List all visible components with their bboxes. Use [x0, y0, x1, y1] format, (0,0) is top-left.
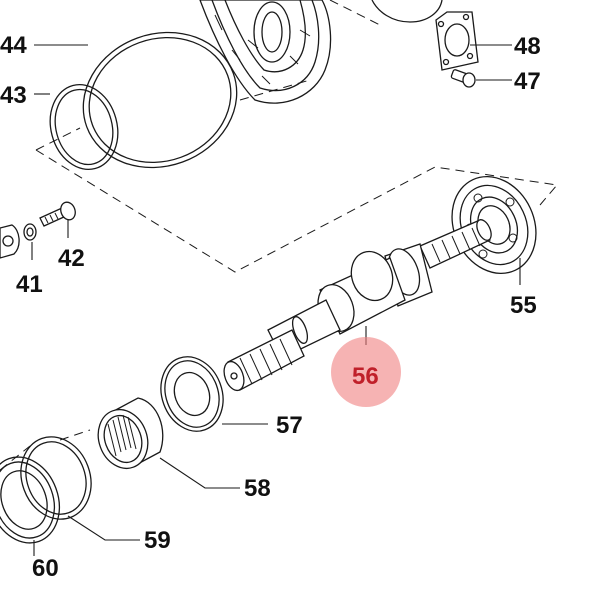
assembly-boundary-upper: [35, 79, 558, 273]
label-41: 41: [16, 271, 43, 298]
label-58: 58: [244, 475, 271, 502]
label-44: 44: [0, 32, 27, 59]
highlight-marker: [331, 337, 401, 407]
housing-flange: [199, 0, 332, 104]
o-ring-44: [82, 31, 238, 169]
shaft-56: [223, 219, 492, 392]
label-55: 55: [510, 292, 537, 319]
seal-60: [0, 456, 60, 544]
label-56: 56: [352, 363, 379, 390]
washer-41: [23, 223, 37, 241]
snap-ring-59: [20, 436, 92, 520]
label-48: 48: [514, 33, 541, 60]
label-47: 47: [514, 68, 541, 95]
cover-plate-48: [329, 0, 479, 71]
thrust-washer-57: [160, 356, 224, 432]
label-60: 60: [32, 555, 59, 582]
label-43: 43: [0, 82, 27, 109]
bracket-part: [0, 224, 20, 259]
assembly-boundary-lower: [0, 429, 91, 471]
label-57: 57: [276, 412, 303, 439]
label-42: 42: [58, 245, 85, 272]
o-ring-43: [49, 83, 119, 171]
needle-bearing-58: [97, 397, 164, 470]
leader-lines: [31, 44, 521, 556]
label-59: 59: [144, 527, 171, 554]
bolt-47: [450, 69, 476, 88]
bolt-42: [39, 201, 76, 227]
